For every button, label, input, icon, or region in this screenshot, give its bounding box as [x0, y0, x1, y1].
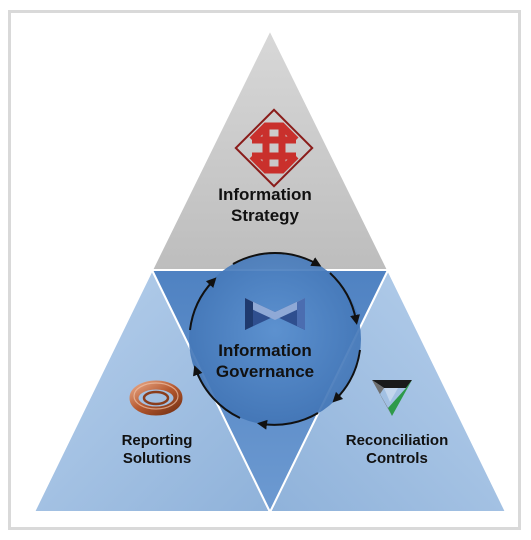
bowtie-loop-icon: [245, 298, 305, 330]
governance-circle: [189, 253, 361, 425]
reconciliation-label-line-2: Controls: [366, 450, 428, 468]
top-triangle: [150, 27, 390, 271]
information-strategy-label: Information Strategy: [180, 185, 350, 226]
cycle-arrow-2: [329, 272, 360, 325]
cycle-arrow-6: [189, 277, 217, 331]
strategy-label-line-1: Information: [218, 185, 312, 204]
cycle-arrow-5: [193, 365, 241, 419]
reporting-label-line-1: Reporting: [121, 432, 193, 449]
knot-emblem-icon: [234, 108, 314, 188]
impossible-triangle-icon: [372, 380, 412, 416]
cycle-arrows: [189, 252, 361, 430]
reconciliation-label-line-1: Reconciliation: [345, 432, 449, 449]
governance-label-line-2: Governance: [215, 361, 315, 381]
governance-label-line-1: Information: [218, 341, 312, 360]
information-governance-label: Information Governance: [185, 341, 345, 382]
reconciliation-controls-label: Reconciliation Controls: [322, 432, 472, 469]
cycle-arrow-1: [232, 252, 322, 267]
reporting-label-line-2: Solutions: [122, 450, 192, 468]
strategy-label-line-2: Strategy: [230, 205, 300, 225]
cycle-arrow-4: [257, 412, 319, 430]
cycle-arrow-3: [332, 349, 361, 403]
reporting-solutions-label: Reporting Solutions: [92, 432, 222, 469]
copper-coil-icon: [129, 380, 183, 416]
